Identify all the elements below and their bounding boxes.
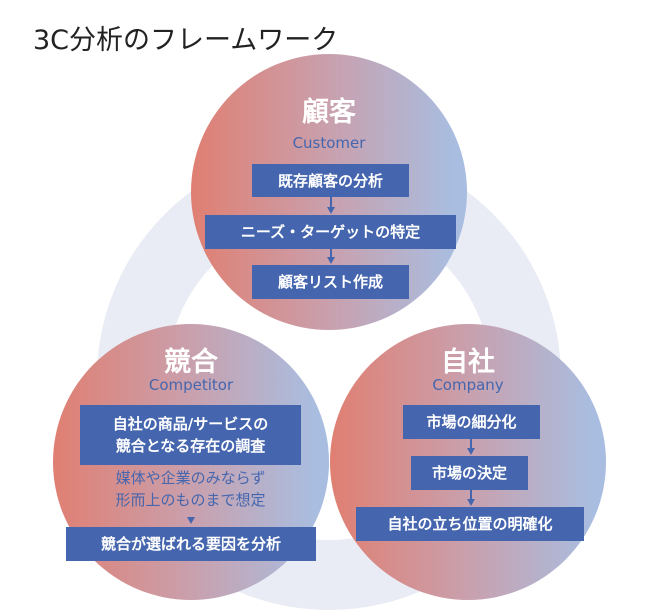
company-title: 自社	[441, 347, 495, 378]
company-step-1: 市場の細分化	[403, 405, 540, 439]
competitor-subtitle: Competitor	[148, 376, 234, 394]
arrow-down-icon	[467, 448, 475, 455]
arrow-down-icon	[327, 257, 335, 264]
company-step-2: 市場の決定	[411, 456, 528, 490]
arrow-line	[330, 249, 332, 258]
arrow-line	[470, 490, 472, 500]
competitor-note-line-1: 媒体や企業のみならず	[115, 469, 266, 487]
arrow-line	[330, 197, 332, 208]
arrow-line	[470, 439, 472, 449]
customer-step-2: ニーズ・ターゲットの特定	[205, 215, 456, 249]
competitor-step-1-line-1: 自社の商品/サービスの	[112, 415, 269, 433]
company-subtitle: Company	[432, 376, 504, 394]
competitor-step-1: 自社の商品/サービスの 競合となる存在の調査	[80, 405, 301, 465]
competitor-step-2: 競合が選ばれる要因を分析	[66, 527, 316, 561]
customer-subtitle: Customer	[292, 134, 366, 152]
competitor-title: 競合	[164, 347, 218, 378]
arrow-down-icon	[467, 499, 475, 506]
competitor-step-1-line-2: 競合となる存在の調査	[115, 437, 266, 455]
page-title: 3C分析のフレームワーク	[33, 25, 339, 56]
competitor-note: 媒体や企業のみならず 形而上のものまで想定	[80, 467, 301, 511]
arrow-down-icon	[187, 517, 195, 524]
competitor-note-line-2: 形而上のものまで想定	[115, 491, 266, 509]
arrow-down-icon	[327, 207, 335, 214]
customer-step-3: 顧客リスト作成	[252, 265, 409, 299]
customer-title: 顧客	[302, 97, 356, 128]
company-step-3: 自社の立ち位置の明確化	[356, 507, 584, 541]
customer-step-1: 既存顧客の分析	[252, 164, 409, 197]
